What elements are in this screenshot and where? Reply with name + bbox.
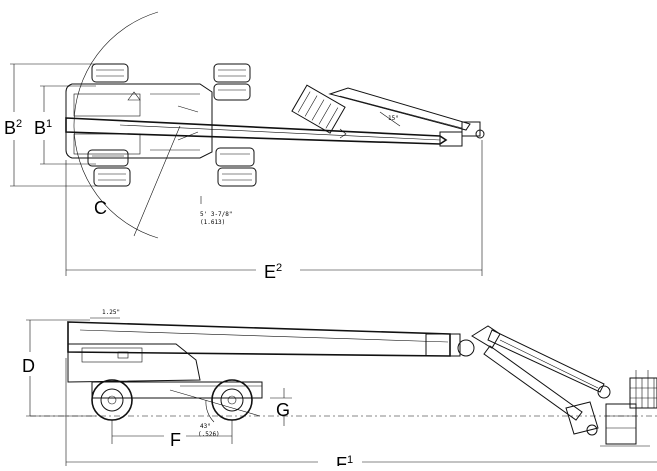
- svg-text:E2: E2: [264, 262, 282, 282]
- side-boom: [67, 321, 475, 357]
- dimension-f: F: [111, 420, 233, 450]
- side-view: D 1.25": [22, 309, 657, 471]
- top-tires: [87, 63, 257, 187]
- svg-text:F1: F1: [336, 454, 353, 466]
- top-jib-platform: 15°: [291, 84, 485, 139]
- label-e2: E: [264, 262, 276, 282]
- swing-note-m: (1.613): [200, 219, 225, 226]
- label-f1-sup: 1: [347, 454, 353, 466]
- label-d: D: [22, 356, 35, 376]
- dimension-d: D: [22, 319, 96, 417]
- top-angle-note: 15°: [388, 115, 399, 122]
- svg-text:B1: B1: [34, 118, 52, 138]
- side-chassis: [67, 343, 263, 399]
- tail-swing-arc: [73, 11, 159, 239]
- label-f: F: [170, 430, 181, 450]
- dimension-e2: E2: [65, 140, 483, 282]
- top-view: B2 B1: [4, 11, 485, 282]
- label-f1: F: [336, 454, 347, 466]
- side-jib-platform: [471, 325, 657, 447]
- svg-text:B2: B2: [4, 118, 22, 138]
- side-height-note: 1.25": [102, 309, 120, 316]
- departure-angle: 43° (.526): [169, 389, 261, 438]
- label-b2: B: [4, 118, 16, 138]
- dimension-b1: B1: [34, 85, 96, 165]
- top-boom: [65, 117, 463, 147]
- swing-note-ft: 5' 3-7/8": [200, 211, 233, 218]
- angle-deg-note: 43°: [200, 423, 211, 430]
- dimension-g: G: [270, 388, 292, 426]
- label-b1-sup: 1: [46, 118, 52, 130]
- label-b1: B: [34, 118, 46, 138]
- label-b2-sup: 2: [16, 118, 22, 130]
- angle-rad-note: (.526): [198, 431, 220, 438]
- label-g: G: [276, 400, 290, 420]
- dimension-f1: F1: [65, 358, 657, 471]
- swing-radius-line: [133, 125, 181, 237]
- swing-note: 5' 3-7/8" (1.613): [200, 196, 233, 226]
- label-e2-sup: 2: [276, 262, 282, 274]
- label-c: C: [94, 198, 107, 218]
